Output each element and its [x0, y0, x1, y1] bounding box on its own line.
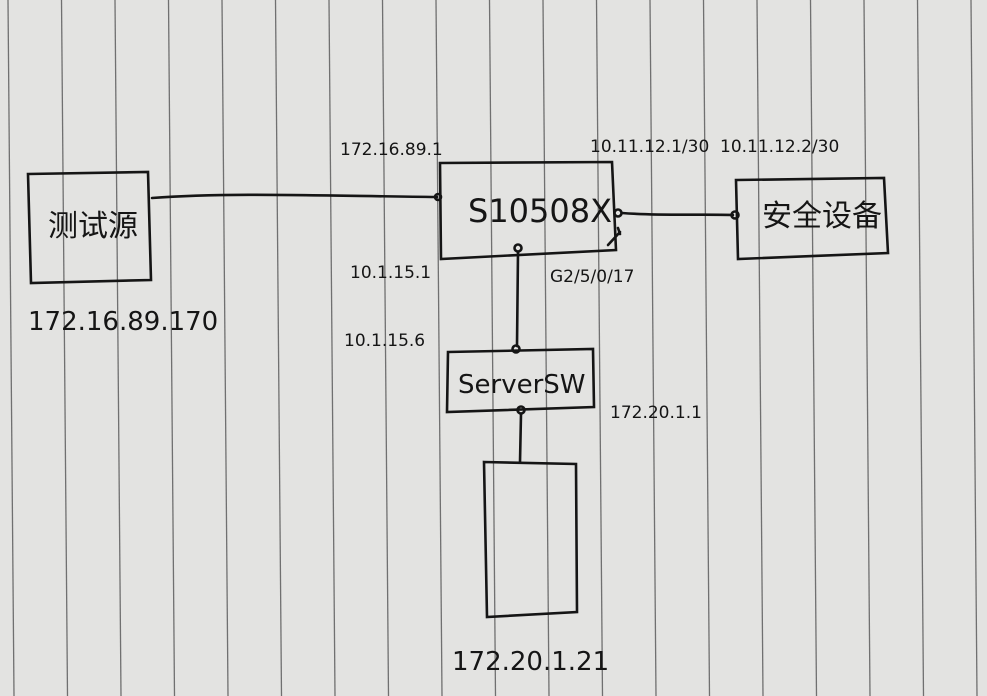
core-ip-down: 10.1.15.1 — [350, 263, 431, 283]
server-ip: 172.20.1.21 — [452, 647, 609, 677]
test-source-ip: 172.16.89.170 — [28, 307, 218, 337]
port-dot — [730, 210, 740, 220]
rule-line — [328, 0, 336, 696]
rule-line — [114, 0, 122, 696]
test-source-box — [26, 170, 153, 285]
port-dot — [511, 344, 521, 354]
ruled-lines — [7, 0, 978, 696]
core-ip-left: 172.16.89.1 — [340, 140, 443, 160]
link-serversw-server — [518, 412, 523, 464]
core-switch-label: S10508X — [468, 192, 612, 230]
rule-line — [435, 0, 443, 696]
rule-line — [542, 0, 550, 696]
security-device-label: 安全设备 — [762, 199, 882, 234]
rule-line — [863, 0, 871, 696]
test-source-label: 测试源 — [48, 209, 138, 244]
serversw-ip-up: 10.1.15.6 — [344, 331, 425, 351]
rule-line — [7, 0, 15, 696]
rule-line — [274, 0, 283, 696]
security-device-box — [734, 176, 890, 261]
rule-line — [970, 0, 978, 696]
security-ip: 10.11.12.2/30 — [720, 137, 839, 157]
core-ip-right: 10.11.12.1/30 — [590, 137, 709, 157]
rule-line — [381, 0, 390, 696]
rule-line — [167, 0, 176, 696]
server-box — [482, 460, 579, 619]
core-port-down: G2/5/0/17 — [550, 267, 634, 287]
rule-line — [756, 0, 764, 696]
link-core-security — [620, 211, 735, 217]
serversw-ip-down: 172.20.1.1 — [610, 403, 702, 423]
server-switch-label: ServerSW — [458, 370, 585, 400]
rule-line — [649, 0, 657, 696]
arrow-pointer — [606, 226, 622, 247]
core-switch-box — [438, 160, 618, 261]
rule-line — [702, 0, 711, 696]
link-core-serversw — [515, 250, 520, 348]
rule-line — [221, 0, 229, 696]
rule-line — [809, 0, 818, 696]
rule-line — [60, 0, 69, 696]
rule-line — [595, 0, 604, 696]
rule-line — [488, 0, 497, 696]
server-switch-box — [445, 347, 596, 414]
rule-line — [916, 0, 925, 696]
link-test-source-core — [150, 193, 439, 200]
